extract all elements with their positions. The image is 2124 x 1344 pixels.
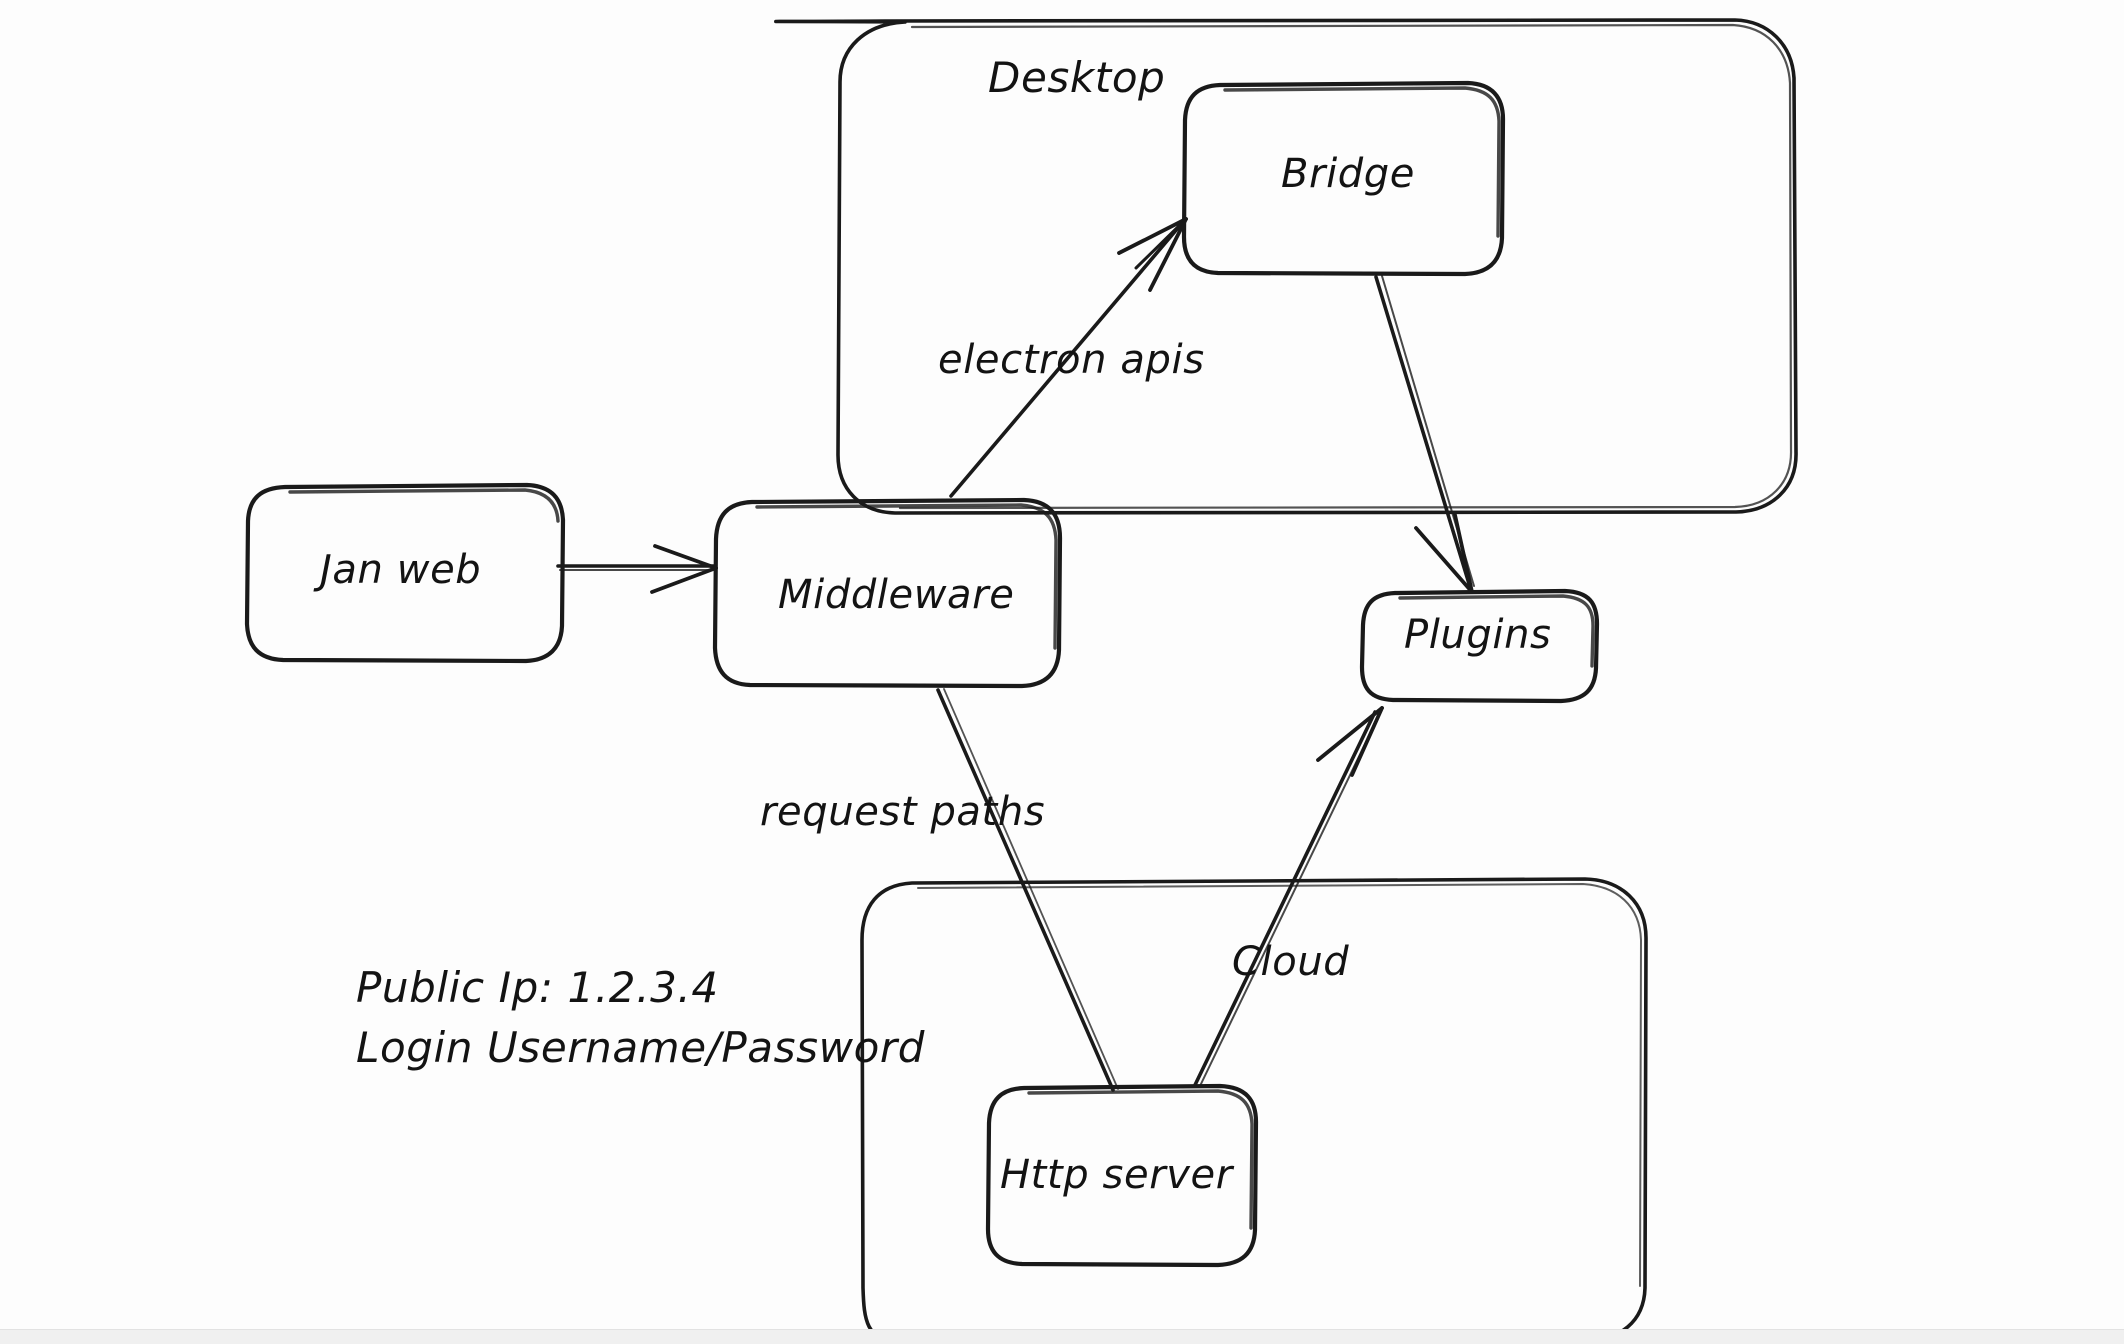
node-middleware[interactable]: Middleware xyxy=(712,497,1063,689)
note-login: Login Username/Password xyxy=(356,1023,925,1072)
node-label-middleware: Middleware xyxy=(778,572,1014,618)
edge-label-cloud: Cloud xyxy=(1232,939,1349,985)
node-label-plugins: Plugins xyxy=(1404,612,1551,658)
container-label-desktop: Desktop xyxy=(988,53,1165,102)
notes-block: Public Ip: 1.2.3.4 Login Username/Passwo… xyxy=(356,963,925,1072)
edge-janweb-to-middleware xyxy=(556,544,718,594)
node-label-bridge: Bridge xyxy=(1281,151,1415,197)
edge-middleware-to-httpserver: request paths xyxy=(760,688,1119,1092)
node-plugins[interactable]: Plugins xyxy=(1359,588,1600,704)
edge-label-request-paths: request paths xyxy=(760,789,1045,835)
node-label-http-server: Http server xyxy=(1000,1152,1235,1198)
node-http-server[interactable]: Http server xyxy=(985,1083,1259,1268)
note-public-ip: Public Ip: 1.2.3.4 xyxy=(356,963,719,1012)
container-desktop: Desktop xyxy=(774,18,1798,515)
edge-httpserver-to-plugins: Cloud xyxy=(1193,706,1384,1087)
node-bridge[interactable]: Bridge xyxy=(1181,80,1506,277)
node-jan-web[interactable]: Jan web xyxy=(244,482,566,664)
node-label-jan-web: Jan web xyxy=(313,547,481,593)
bottom-edge-strip xyxy=(0,1329,2124,1344)
edge-bridge-to-plugins xyxy=(1374,275,1475,594)
edge-middleware-to-bridge: electron apis xyxy=(938,217,1205,498)
edge-label-electron-apis: electron apis xyxy=(938,337,1205,383)
